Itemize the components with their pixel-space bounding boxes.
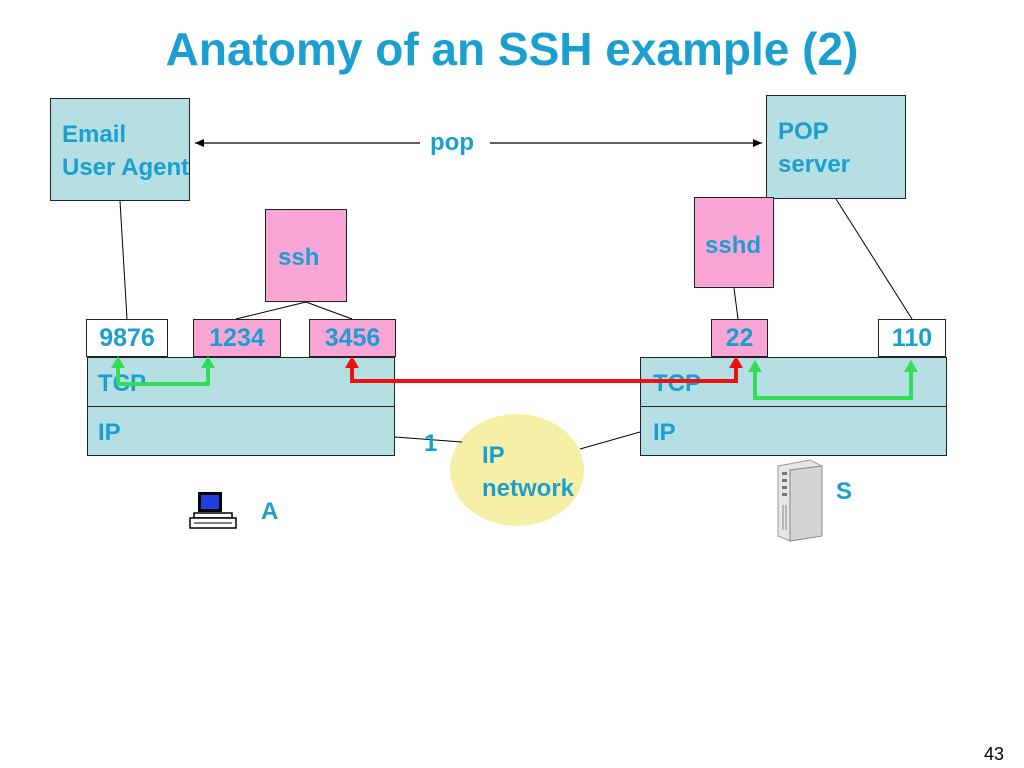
tunnel-arrowhead-client — [345, 356, 359, 368]
client-port-forward: 1234 — [193, 319, 281, 357]
ssh-client-box: ssh — [265, 209, 347, 302]
agent-to-port-line — [119, 200, 128, 320]
server-port-sshd: 22 — [711, 319, 768, 357]
ssh-label: ssh — [278, 244, 320, 271]
email-agent-label-line1: Email — [62, 121, 127, 148]
pop-server-label-line1: POP — [778, 118, 829, 145]
page-number: 43 — [983, 744, 1004, 764]
slide-title: Anatomy of an SSH example (2) — [165, 23, 859, 75]
client-local-forward-arrow — [116, 367, 210, 386]
pop-to-110-line — [835, 198, 913, 320]
pop-server-box: POP server — [766, 95, 906, 199]
sshd-to-22-line — [733, 287, 739, 320]
network-to-server-ip-line — [579, 431, 641, 450]
pop-server-label-line2: server — [778, 151, 851, 178]
sshd-server-box: sshd — [694, 197, 774, 288]
tunnel-arrowhead-server — [729, 356, 743, 368]
ssh-to-1234-line — [235, 301, 307, 320]
server-ip-label: IP — [653, 419, 676, 446]
client-port-ssh: 3456 — [309, 319, 396, 357]
server-tcp-label: TCP — [653, 370, 701, 397]
ip-network-cloud — [450, 414, 584, 526]
client-forward-arrowhead-right — [201, 356, 215, 368]
server-tower-icon — [777, 459, 823, 542]
client-ip-layer: IP — [87, 406, 395, 456]
server-forward-arrowhead-left — [748, 360, 762, 372]
email-user-agent-box: Email User Agent — [50, 98, 190, 201]
server-local-forward-arrow — [753, 371, 913, 400]
server-ip-layer: IP — [640, 406, 947, 456]
server-port-pop: 110 — [878, 319, 946, 357]
network-label-line1: IP — [482, 442, 505, 469]
client-ip-to-network-line — [394, 436, 463, 443]
network-label-line2: network — [482, 475, 575, 502]
pop-protocol-label: pop — [430, 129, 474, 156]
email-agent-label-line2: User Agent — [62, 154, 190, 181]
computer-icon — [189, 492, 237, 529]
client-ip-label: IP — [98, 419, 121, 446]
server-forward-arrowhead-right — [904, 360, 918, 372]
host-a-label: A — [261, 498, 279, 525]
ssh-to-3456-line — [305, 301, 353, 320]
link-number-label: 1 — [424, 430, 438, 457]
ssh-tunnel-arrow — [350, 367, 738, 383]
client-forward-arrowhead-left — [111, 356, 125, 368]
sshd-label: sshd — [705, 232, 762, 259]
host-s-label: S — [836, 478, 853, 505]
client-port-email: 9876 — [86, 319, 168, 357]
